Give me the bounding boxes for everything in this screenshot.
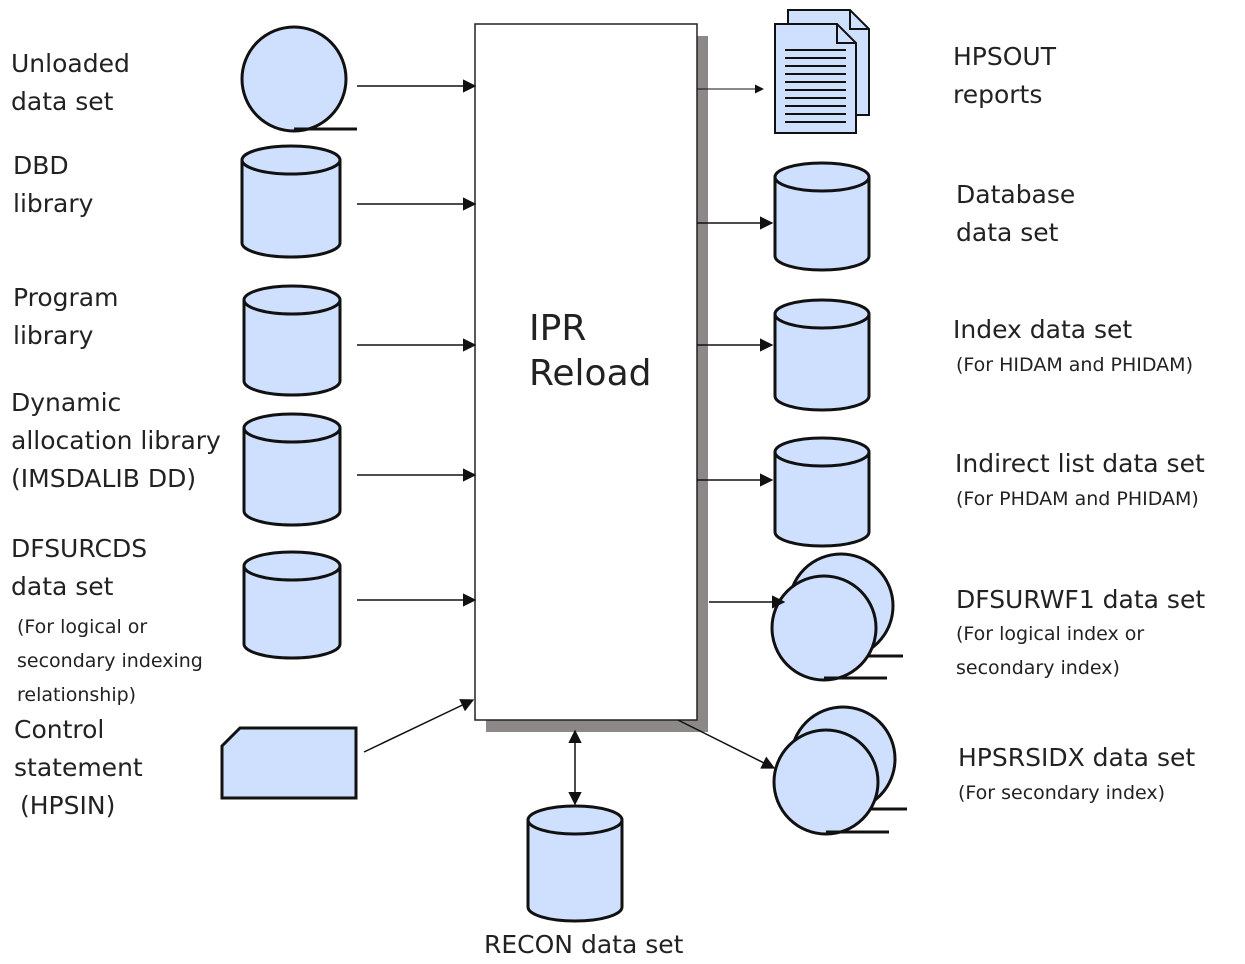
dfsurcds-note-line1: (For logical or	[17, 616, 148, 638]
dynamic-label-line3: (IMSDALIB DD)	[11, 464, 197, 493]
control-label-line2: statement	[14, 753, 143, 782]
dynamic-library-cylinder-icon	[242, 412, 342, 527]
dfsurwf1-label: DFSURWF1 data set	[956, 581, 1205, 619]
indirect-list-cylinder-icon	[773, 436, 871, 548]
dbd-label-line1: DBD	[13, 151, 69, 180]
hpsout-label: HPSOUT reports	[953, 38, 1056, 114]
recon-cylinder-icon	[526, 804, 624, 923]
dfsurwf1-note: (For logical index or secondary index)	[956, 617, 1144, 685]
dbd-library-cylinder-icon	[240, 144, 342, 259]
unloaded-label: Unloaded data set	[11, 45, 130, 121]
indirect-note-line1: (For PHDAM and PHIDAM)	[956, 488, 1199, 510]
ipr-reload-line1: IPR	[529, 308, 587, 349]
program-label-line2: library	[13, 321, 94, 350]
indirect-label-line1: Indirect list data set	[955, 449, 1205, 478]
program-library-cylinder-icon	[242, 284, 342, 397]
hpsout-label-line2: reports	[953, 80, 1043, 109]
index-label-line1: Index data set	[953, 315, 1133, 344]
dbd-label-line2: library	[13, 189, 94, 218]
hpsrsidx-label-line1: HPSRSIDX data set	[958, 743, 1196, 772]
dfsurcds-note-line3: relationship)	[17, 684, 137, 706]
database-cylinder-icon	[773, 161, 871, 272]
ipr-reload-title: IPR Reload	[529, 306, 651, 396]
dynamic-label: Dynamic allocation library (IMSDALIB DD)	[11, 384, 221, 498]
unloaded-label-line1: Unloaded	[11, 49, 130, 78]
control-label-line1: Control	[14, 715, 105, 744]
dfsurcds-label: DFSURCDS data set	[11, 530, 147, 606]
hpsout-reports-icon	[774, 9, 870, 134]
index-note-line1: (For HIDAM and PHIDAM)	[956, 354, 1193, 376]
hpsrsidx-note-line1: (For secondary index)	[958, 782, 1166, 804]
unloaded-label-line2: data set	[11, 87, 114, 116]
hpsrsidx-label: HPSRSIDX data set	[958, 739, 1195, 777]
recon-label: RECON data set	[484, 926, 683, 964]
dfsurcds-cylinder-icon	[242, 550, 342, 660]
ipr-reload-line2: Reload	[529, 353, 652, 394]
recon-label-text: RECON data set	[484, 930, 684, 959]
dfsurcds-note: (For logical or secondary indexing relat…	[17, 610, 203, 712]
database-label-line2: data set	[956, 218, 1059, 247]
dfsurwf1-note-line1: (For logical index or	[956, 623, 1145, 645]
index-note: (For HIDAM and PHIDAM)	[956, 348, 1193, 382]
program-label-line1: Program	[13, 283, 119, 312]
hpsout-label-line1: HPSOUT	[953, 42, 1056, 71]
hpsrsidx-tapes-icon	[772, 705, 907, 836]
database-label-line1: Database	[956, 180, 1076, 209]
dfsurwf1-tapes-icon	[770, 552, 903, 682]
ipr-reload-box	[474, 23, 708, 732]
dynamic-label-line1: Dynamic	[11, 388, 122, 417]
dfsurcds-label-line2: data set	[11, 572, 114, 601]
arrow-control-to-reload	[363, 699, 475, 753]
unloaded-tape-icon	[240, 25, 357, 133]
hpsrsidx-note: (For secondary index)	[958, 776, 1165, 810]
dfsurcds-label-line1: DFSURCDS	[11, 534, 148, 563]
dynamic-label-line2: allocation library	[11, 426, 221, 455]
index-cylinder-icon	[773, 298, 871, 412]
arrow-reload-to-hpsrsidx	[677, 719, 776, 769]
dfsurwf1-note-line2: secondary index)	[956, 657, 1120, 679]
dfsurcds-note-line2: secondary indexing	[17, 650, 203, 672]
index-label: Index data set	[953, 311, 1132, 349]
control-label: Control statement (HPSIN)	[14, 711, 143, 825]
program-label: Program library	[13, 279, 118, 355]
dfsurwf1-label-line1: DFSURWF1 data set	[956, 585, 1206, 614]
indirect-note: (For PHDAM and PHIDAM)	[956, 482, 1199, 516]
indirect-label: Indirect list data set	[955, 445, 1205, 483]
database-label: Database data set	[956, 176, 1075, 252]
control-label-line3: (HPSIN)	[20, 791, 116, 820]
control-card-icon	[220, 726, 358, 800]
dbd-label: DBD library	[13, 147, 93, 223]
